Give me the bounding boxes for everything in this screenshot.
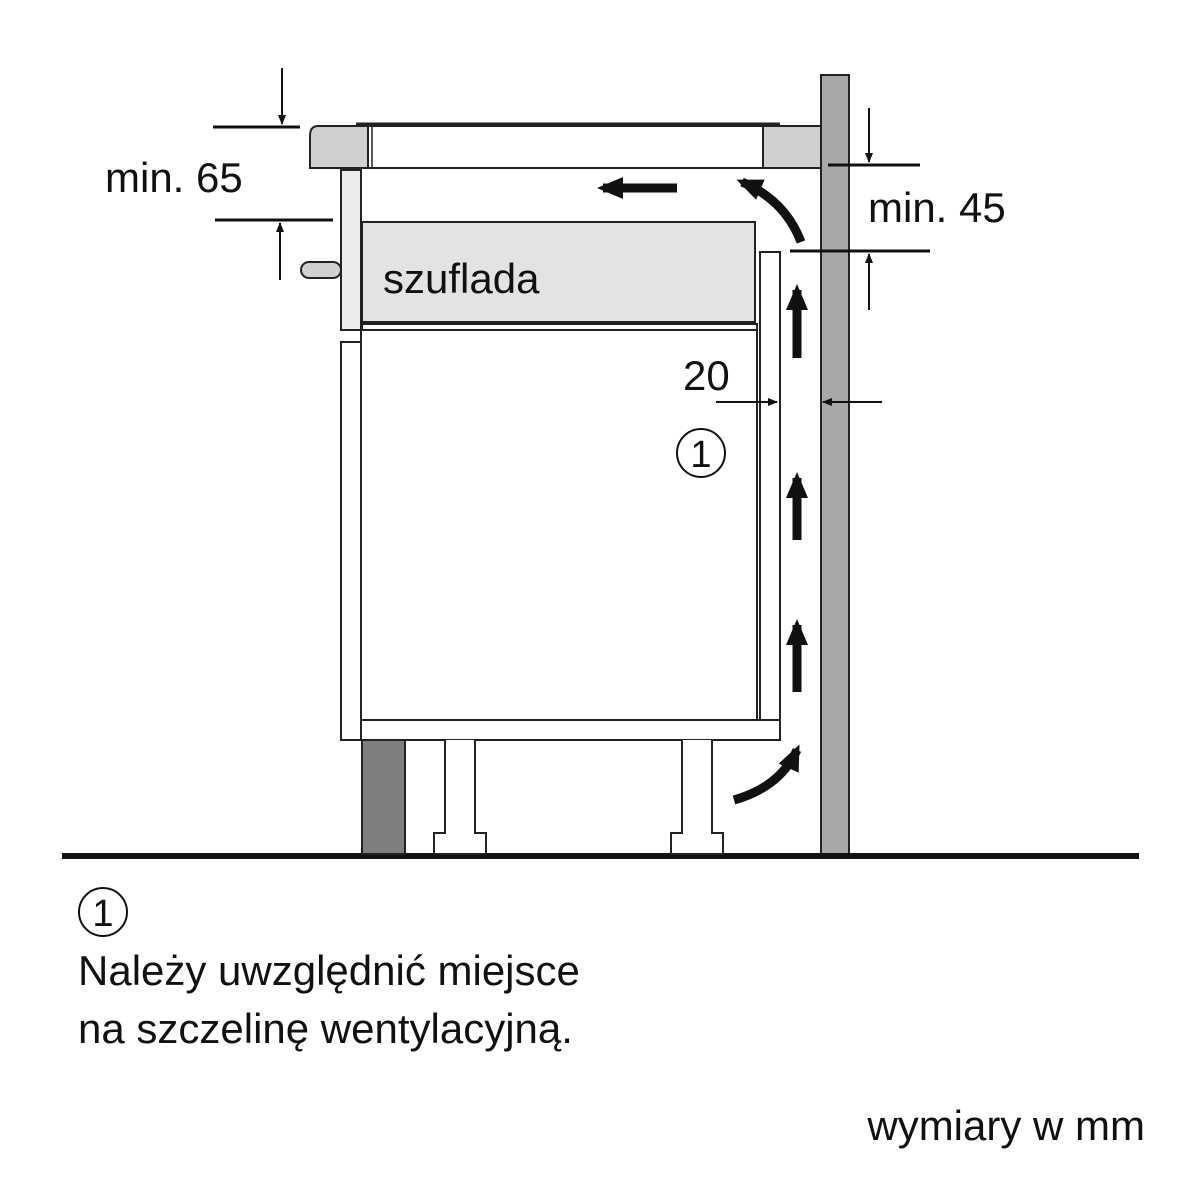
drawer (361, 221, 756, 323)
plinth (361, 739, 406, 855)
cabinet-leg (433, 740, 487, 855)
units-note: wymiary w mm (866, 1102, 1145, 1149)
dimension-min-65 (213, 68, 333, 280)
legend-text-line-2: na szczelinę wentylacyjną. (78, 1005, 573, 1052)
dimension-label-20: 20 (683, 352, 730, 399)
floor-line (62, 853, 1139, 859)
wall (820, 74, 850, 858)
airflow-arrow (736, 177, 806, 244)
drawer-label: szuflada (383, 255, 540, 302)
dimension-min-45 (790, 108, 930, 310)
legend-text-line-1: Należy uwzględnić miejsce (78, 947, 580, 994)
drawer-front (340, 169, 362, 331)
svg-text:1: 1 (690, 434, 711, 476)
cabinet-leg (670, 740, 724, 855)
cabinet (340, 251, 781, 741)
airflow-arrows (597, 177, 808, 805)
worktop (309, 122, 822, 169)
drawer-handle (300, 261, 342, 279)
legend-marker-1: 1 (78, 887, 128, 937)
marker-1: 1 (676, 428, 726, 478)
airflow-arrow (732, 744, 802, 805)
dimension-label-min-45: min. 45 (868, 184, 1006, 231)
svg-text:1: 1 (92, 893, 113, 935)
dimension-label-min-65: min. 65 (105, 154, 243, 201)
